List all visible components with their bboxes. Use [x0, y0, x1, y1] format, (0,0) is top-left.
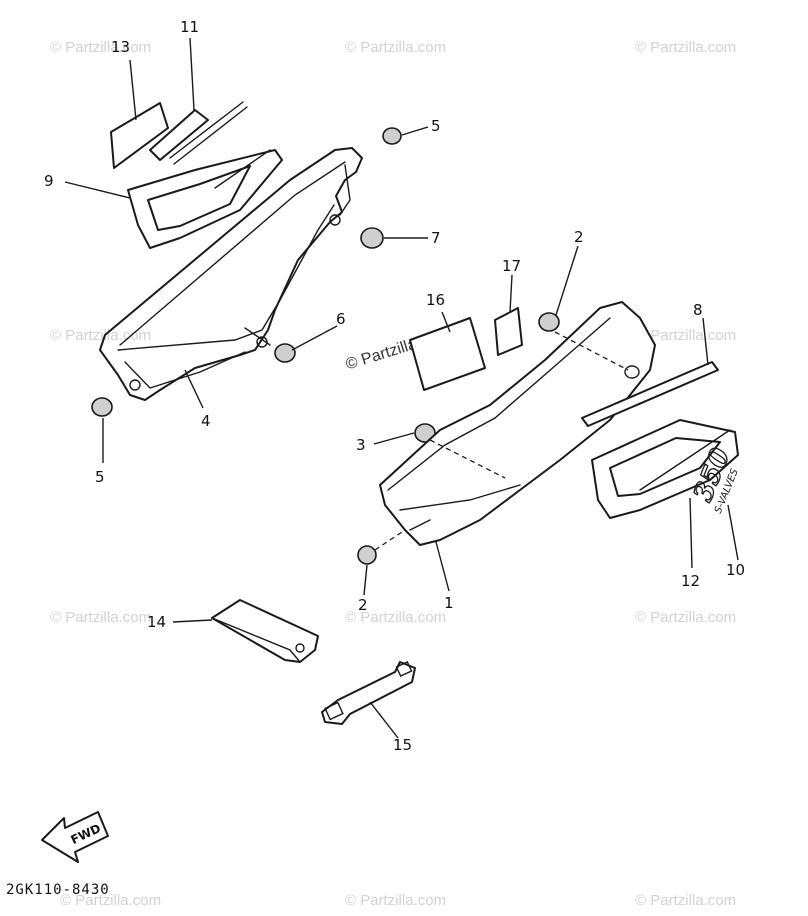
watermark: © Partzilla.com	[635, 892, 736, 909]
callout-12: 12	[681, 572, 700, 590]
callout-17: 17	[502, 257, 521, 275]
callout-5-lower: 5	[95, 468, 105, 486]
part-5-grommet	[91, 397, 113, 417]
part-3-grommet	[414, 423, 436, 443]
watermark: © Partzilla.com	[345, 39, 446, 56]
leader-lines	[64, 37, 739, 739]
callouts: 1 2 2 3 4 5 5 6 7 8 9 10 11 12 13 14 15 …	[44, 18, 745, 754]
part-2-grommet	[357, 545, 377, 565]
callout-1: 1	[444, 594, 454, 612]
callout-13: 13	[111, 38, 130, 56]
part-6-grommet	[274, 343, 296, 363]
callout-2-lower: 2	[358, 596, 368, 614]
part-12-inner-outline	[609, 437, 721, 497]
watermark: © Partzilla.com	[635, 609, 736, 626]
part-9-emblem-plate	[127, 149, 283, 249]
fwd-arrow-icon: FWD	[41, 811, 109, 863]
part-11-strip-line	[173, 106, 248, 165]
part-12-emblem-plate	[591, 419, 739, 519]
watermark: © Partzilla.com	[50, 327, 151, 344]
part-11-strip-line	[169, 101, 244, 159]
callout-10: 10	[726, 561, 745, 579]
callout-2-upper: 2	[574, 228, 584, 246]
part-4-bracket	[99, 147, 363, 401]
callout-9: 9	[44, 172, 54, 190]
part-9-stripe-line	[214, 149, 271, 189]
callout-11: 11	[180, 18, 199, 36]
part-2-grommet	[538, 312, 560, 332]
callout-3: 3	[356, 436, 366, 454]
callout-6: 6	[336, 310, 346, 328]
callout-4: 4	[201, 412, 211, 430]
part-1-side-cover	[374, 301, 656, 551]
part-7-collar	[360, 227, 384, 249]
watermark: © Partzilla.com	[60, 892, 161, 909]
watermark: © Partzilla.com	[635, 39, 736, 56]
part-5-grommet	[382, 127, 402, 145]
watermark: © Partzilla.com	[345, 892, 446, 909]
part-8-trim-strip	[581, 361, 719, 427]
callout-5-upper: 5	[431, 117, 441, 135]
callout-7: 7	[431, 229, 441, 247]
callout-15: 15	[393, 736, 412, 754]
watermark: © Partzilla.com	[50, 609, 151, 626]
callout-8: 8	[693, 301, 703, 319]
part-15-strap	[321, 661, 416, 725]
part-16-label	[409, 317, 486, 391]
diagram-code: 2GK110-8430	[6, 882, 110, 898]
watermark: © Partzilla.com	[635, 327, 736, 344]
watermark: © Partzilla.com	[345, 609, 446, 626]
part-17-label	[494, 307, 523, 356]
callout-14: 14	[147, 613, 166, 631]
part-11-stripe	[149, 109, 209, 161]
part-13-label	[110, 102, 169, 169]
part-9-inner-outline	[147, 165, 251, 231]
part-12-stripe-line	[639, 429, 731, 491]
part-14-pad	[211, 599, 319, 663]
callout-16: 16	[426, 291, 445, 309]
watermark: © Partzilla.com	[50, 39, 151, 56]
